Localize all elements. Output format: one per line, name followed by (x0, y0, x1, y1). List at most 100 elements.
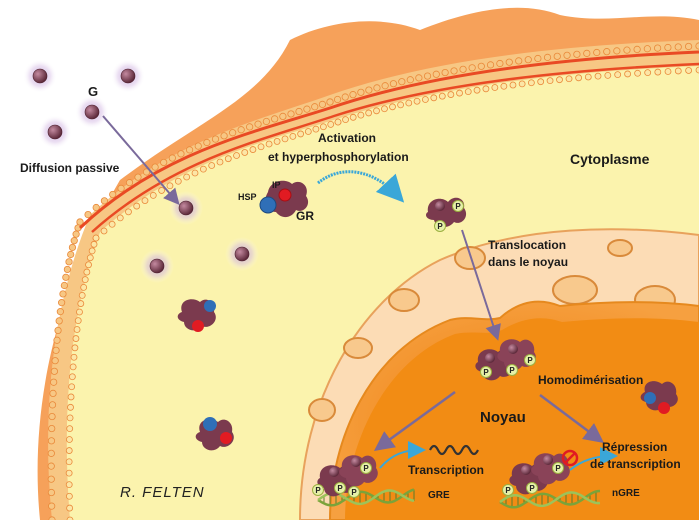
membrane-bead (125, 208, 132, 216)
membrane-bead (224, 155, 232, 163)
membrane-bead (49, 389, 57, 398)
membrane-bead (86, 254, 94, 262)
membrane-bead (468, 64, 476, 72)
membrane-bead (85, 261, 92, 269)
membrane-bead (66, 414, 74, 422)
membrane-bead (423, 72, 432, 80)
membrane-bead (450, 67, 458, 75)
membrane-bead (326, 98, 334, 106)
ligand-g (140, 249, 174, 283)
membrane-bead (406, 76, 414, 84)
membrane-bead (398, 78, 406, 86)
membrane-bead (527, 79, 535, 87)
membrane-bead (397, 101, 405, 109)
membrane-bead (575, 74, 583, 82)
membrane-bead (509, 81, 517, 89)
membrane-bead (158, 187, 166, 194)
membrane-bead (51, 357, 59, 365)
svg-text:P: P (509, 366, 515, 375)
membrane-bead (72, 335, 80, 342)
label-ip: IP (272, 180, 281, 190)
membrane-bead (47, 475, 55, 483)
ligand-g (111, 59, 145, 93)
phosphate-badge: P (452, 200, 464, 212)
membrane-bead (69, 363, 77, 371)
membrane-bead (249, 146, 257, 153)
membrane-bead (55, 317, 63, 325)
membrane-bead (674, 43, 682, 51)
ligand-g (225, 237, 259, 271)
membrane-bead (389, 103, 396, 111)
membrane-bead (644, 69, 652, 77)
label-activation-2: et hyperphosphorylation (268, 150, 409, 164)
membrane-bead (54, 326, 62, 335)
membrane-bead (594, 72, 602, 80)
membrane-bead (78, 291, 86, 299)
phosphate-badge: P (360, 462, 372, 474)
membrane-bead (70, 237, 78, 245)
membrane-bead (149, 191, 157, 199)
label-ngre: nGRE (612, 488, 640, 499)
membrane-bead (203, 138, 211, 147)
membrane-bead (109, 190, 117, 199)
membrane-bead (438, 92, 446, 100)
membrane-bead (653, 44, 662, 52)
membrane-bead (459, 65, 467, 73)
membrane-bead (68, 243, 77, 252)
membrane-bead (413, 97, 421, 105)
membrane-bead (125, 179, 134, 187)
membrane-bead (381, 82, 389, 90)
label-repression-2: de transcription (590, 457, 681, 471)
membrane-bead (71, 344, 79, 352)
membrane-bead (116, 214, 124, 222)
membrane-bead (168, 154, 176, 162)
phosphate-badge: P (524, 354, 536, 366)
membrane-bead (117, 184, 125, 192)
label-diffusion: Diffusion passive (20, 161, 120, 175)
membrane-bead (357, 88, 365, 96)
membrane-bead (415, 74, 423, 82)
membrane-bead (303, 105, 311, 113)
membrane-bead (349, 113, 357, 121)
membrane-bead (220, 132, 228, 140)
membrane-bead (405, 99, 413, 107)
membrane-bead (50, 367, 58, 375)
dna-ngre (499, 489, 601, 509)
svg-text:P: P (555, 464, 561, 473)
membrane-bead (65, 447, 73, 454)
membrane-bead (265, 140, 273, 148)
membrane-bead (67, 393, 75, 401)
membrane-bead (491, 84, 499, 91)
membrane-bead (47, 462, 55, 470)
free-gr-2 (195, 417, 234, 451)
membrane-bead (254, 120, 262, 128)
svg-text:P: P (363, 464, 369, 473)
membrane-bead (613, 47, 621, 55)
membrane-bead (63, 265, 72, 274)
membrane-bead (77, 300, 85, 307)
membrane-bead (432, 70, 440, 78)
membrane-bead (65, 469, 73, 477)
membrane-bead (327, 120, 335, 128)
membrane-bead (211, 135, 220, 143)
membrane-bead (216, 158, 224, 166)
hsp-protein (259, 196, 277, 214)
membrane-bead (593, 48, 601, 57)
cell-membrane-inner-line (91, 62, 699, 233)
membrane-bead (191, 169, 199, 177)
membrane-bead (365, 109, 373, 117)
membrane-bead (297, 130, 305, 138)
membrane-bead (68, 383, 76, 391)
label-gre: GRE (428, 490, 450, 501)
membrane-bead (634, 69, 642, 77)
diffusion-arrow (102, 115, 180, 206)
membrane-bead (257, 143, 265, 151)
no-entry-icon (561, 449, 579, 467)
membrane-bead (65, 458, 73, 466)
membrane-bead (237, 126, 245, 134)
label-nucleus: Noyau (480, 409, 526, 426)
label-transcription: Transcription (408, 463, 484, 477)
phosphate-badge: P (526, 482, 538, 494)
membrane-bead (373, 84, 381, 92)
